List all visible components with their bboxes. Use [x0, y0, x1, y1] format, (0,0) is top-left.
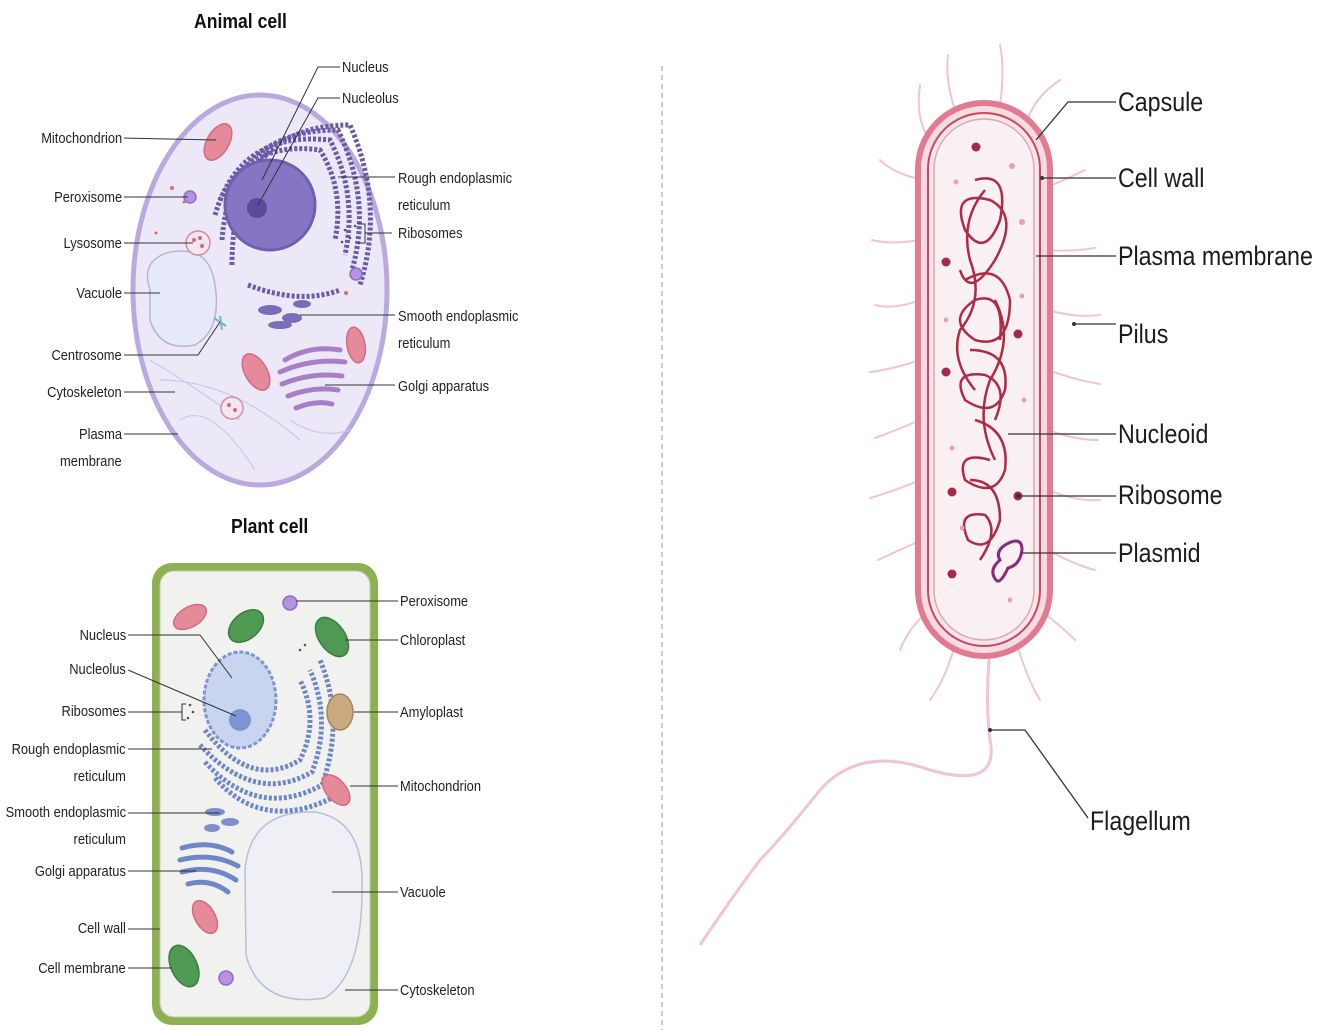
plant-label-chloroplast: Chloroplast: [400, 633, 465, 648]
plant-peroxisome: [283, 596, 297, 610]
animal-vacuole: [148, 251, 217, 346]
animal-label-centrosome: Centrosome: [52, 348, 122, 363]
plant-nucleolus: [229, 709, 251, 731]
animal-nucleolus: [247, 198, 267, 218]
plant-label-vacuole: Vacuole: [400, 885, 446, 900]
animal-label-rough-er-2: reticulum: [398, 198, 450, 213]
plant-label-golgi: Golgi apparatus: [35, 864, 126, 879]
plant-label-cytoskeleton: Cytoskeleton: [400, 983, 475, 998]
bacterium-label-pilus: Pilus: [1118, 321, 1168, 348]
animal-label-cytoskeleton: Cytoskeleton: [47, 385, 122, 400]
animal-label-ribosomes: Ribosomes: [398, 226, 463, 241]
animal-label-plasma-membrane-1: Plasma: [79, 427, 122, 442]
animal-peroxisome-2: [350, 268, 362, 280]
plant-label-smooth-er-1: Smooth endoplasmic: [6, 805, 126, 820]
plant-cell-title: Plant cell: [231, 517, 308, 537]
plant-label-peroxisome: Peroxisome: [400, 594, 468, 609]
animal-label-vacuole: Vacuole: [76, 286, 122, 301]
animal-cell-title: Animal cell: [194, 12, 287, 32]
plant-amyloplast: [327, 694, 353, 730]
plant-label-ribosomes: Ribosomes: [61, 704, 126, 719]
animal-label-golgi: Golgi apparatus: [398, 379, 489, 394]
animal-label-rough-er-1: Rough endoplasmic: [398, 171, 512, 186]
plant-label-rough-er-1: Rough endoplasmic: [12, 742, 126, 757]
bacterium-flagellum: [700, 650, 991, 945]
animal-label-peroxisome: Peroxisome: [54, 190, 122, 205]
plant-label-mitochondrion: Mitochondrion: [400, 779, 481, 794]
plant-cell: [128, 563, 398, 1025]
plant-vacuole: [245, 812, 362, 1000]
animal-label-smooth-er-2: reticulum: [398, 336, 450, 351]
plant-label-nucleus: Nucleus: [79, 628, 126, 643]
plant-label-rough-er-2: reticulum: [74, 769, 126, 784]
bacterium-label-capsule: Capsule: [1118, 89, 1203, 116]
animal-label-nucleus: Nucleus: [342, 60, 389, 75]
bacterium-label-cell-wall: Cell wall: [1118, 165, 1204, 192]
bacterium-label-flagellum: Flagellum: [1090, 808, 1191, 835]
animal-nucleus: [225, 160, 315, 250]
plant-nucleus: [204, 652, 276, 748]
animal-cell: [124, 67, 395, 485]
animal-label-nucleolus: Nucleolus: [342, 91, 399, 106]
plant-peroxisome-2: [219, 971, 233, 985]
animal-label-mitochondrion: Mitochondrion: [41, 131, 122, 146]
plant-label-cell-membrane: Cell membrane: [39, 961, 126, 976]
plant-label-smooth-er-2: reticulum: [74, 832, 126, 847]
plant-label-amyloplast: Amyloplast: [400, 705, 463, 720]
plant-label-cell-wall: Cell wall: [78, 921, 126, 936]
bacterium-label-ribosome: Ribosome: [1118, 482, 1223, 509]
animal-label-lysosome: Lysosome: [64, 236, 122, 251]
plant-label-nucleolus: Nucleolus: [69, 662, 126, 677]
bacterium-label-plasmid: Plasmid: [1118, 540, 1201, 567]
bacterium: [700, 45, 1116, 945]
bacterium-label-plasma-membrane: Plasma membrane: [1118, 243, 1313, 270]
animal-label-plasma-membrane-2: membrane: [60, 454, 122, 469]
animal-label-smooth-er-1: Smooth endoplasmic: [398, 309, 518, 324]
bacterium-label-nucleoid: Nucleoid: [1118, 421, 1208, 448]
